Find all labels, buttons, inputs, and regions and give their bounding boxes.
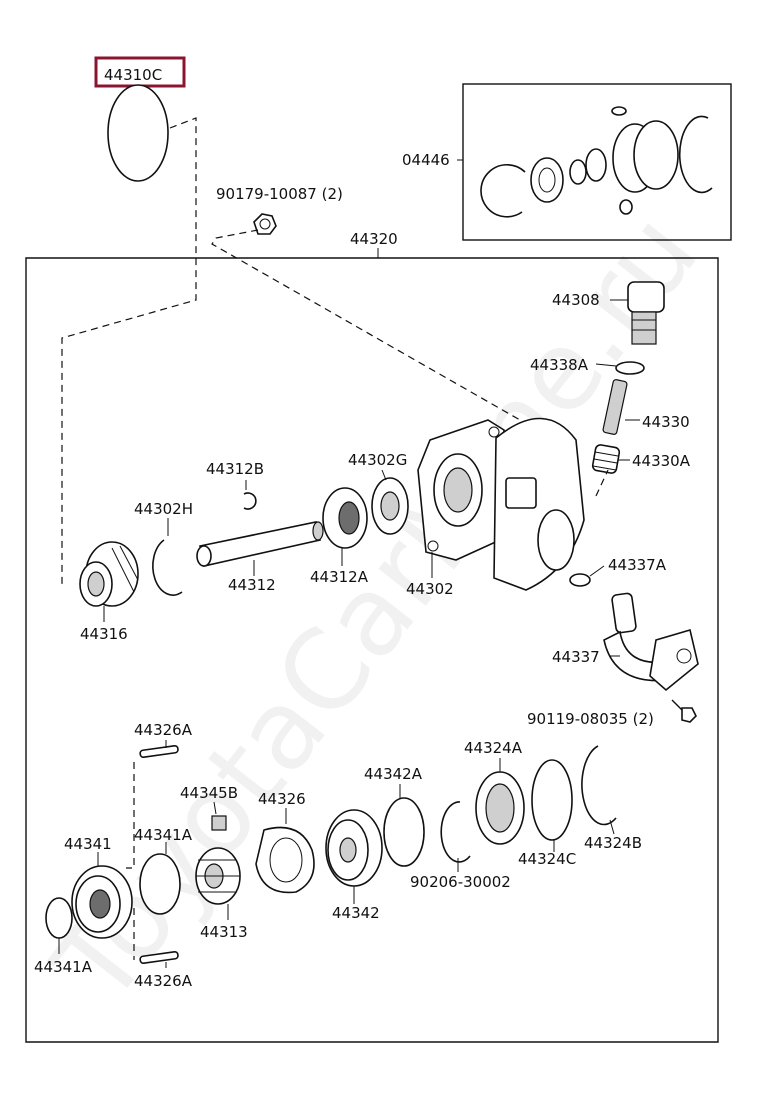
kit-snap-ring <box>480 163 526 218</box>
pressure-plate-44342 <box>325 809 383 887</box>
label-44326A-top[interactable]: 44326A <box>134 721 193 739</box>
label-44320[interactable]: 44320 <box>350 230 398 248</box>
nut-90179-hole <box>259 218 271 230</box>
label-44302G[interactable]: 44302G <box>348 451 407 469</box>
label-44337A[interactable]: 44337A <box>608 556 667 574</box>
label-44342A[interactable]: 44342A <box>364 765 423 783</box>
label-44302[interactable]: 44302 <box>406 580 454 598</box>
pin-44326A-top <box>139 744 179 759</box>
label-44338A[interactable]: 44338A <box>530 356 589 374</box>
vane-44345B <box>211 815 227 831</box>
bolt-90119 <box>671 699 697 723</box>
label-44312A[interactable]: 44312A <box>310 568 369 586</box>
leader-44338A <box>595 363 617 367</box>
pin-44326A-bottom <box>139 950 179 965</box>
o-ring-44324C <box>531 759 573 841</box>
dashed-pin-guide-top <box>126 762 135 869</box>
cam-ring-44326 <box>255 826 315 894</box>
spool-44330 <box>602 379 628 435</box>
label-44341A[interactable]: 44341A <box>134 826 193 844</box>
label-44316[interactable]: 44316 <box>80 625 128 643</box>
label-44312[interactable]: 44312 <box>228 576 276 594</box>
kit-ring-b <box>633 120 679 190</box>
leader-44302G <box>381 469 387 481</box>
shaft-44312 <box>196 521 324 567</box>
nut-90179 <box>253 213 277 235</box>
label-44302H[interactable]: 44302H <box>134 500 193 518</box>
kit-small-ring <box>569 159 587 185</box>
o-ring-44337A <box>569 573 591 587</box>
o-ring-44341A-large <box>139 853 181 915</box>
o-ring-44342A <box>383 797 425 867</box>
end-plate-44341 <box>71 865 133 939</box>
circlip-44302H <box>152 539 183 596</box>
kit-o-ring <box>585 148 607 182</box>
union-pipe-44337 <box>603 592 699 692</box>
assembly-frame <box>25 257 719 1043</box>
label-44330A[interactable]: 44330A <box>632 452 691 470</box>
valve-44308-body <box>631 311 657 345</box>
spring-44330A <box>591 444 621 474</box>
label-04446[interactable]: 04446 <box>402 151 450 169</box>
bearing-44312A-inner <box>338 501 360 535</box>
label-44326A-bottom[interactable]: 44326A <box>134 972 193 990</box>
kit-circlip <box>678 115 713 194</box>
seal-44324A-inner <box>485 783 515 833</box>
cam-ring-44326-bore <box>269 837 303 883</box>
snap-ring-90206 <box>440 801 471 863</box>
leader-44324B <box>609 819 615 835</box>
label-44324B[interactable]: 44324B <box>584 834 642 852</box>
dashed-leader-44330A <box>595 469 609 497</box>
o-ring-44341A-small <box>45 897 73 939</box>
rotor-44313 <box>195 847 241 905</box>
kit-tiny-ring-top <box>611 106 627 116</box>
o-ring-44338A <box>615 361 645 375</box>
label-44310C[interactable]: 44310C <box>104 66 162 84</box>
label-44341A-bottom[interactable]: 44341A <box>34 958 93 976</box>
bearing-44302G-inner <box>380 491 400 521</box>
label-44324C[interactable]: 44324C <box>518 850 576 868</box>
label-90206-30002[interactable]: 90206-30002 <box>410 873 511 891</box>
label-44342[interactable]: 44342 <box>332 904 380 922</box>
label-44330[interactable]: 44330 <box>642 413 690 431</box>
snap-ring-44312B <box>243 492 257 510</box>
label-44324A[interactable]: 44324A <box>464 739 523 757</box>
label-44308[interactable]: 44308 <box>552 291 600 309</box>
label-90179-10087[interactable]: 90179-10087 (2) <box>216 185 343 203</box>
kit-box-04446 <box>462 83 732 241</box>
label-44326[interactable]: 44326 <box>258 790 306 808</box>
label-44345B[interactable]: 44345B <box>180 784 238 802</box>
bearing-44316 <box>79 541 139 607</box>
o-ring-44310C <box>107 84 169 182</box>
dashed-leader-44310C <box>61 117 197 588</box>
label-44313[interactable]: 44313 <box>200 923 248 941</box>
leader-44345B <box>213 801 217 815</box>
label-44337[interactable]: 44337 <box>552 648 600 666</box>
circlip-44324B <box>581 745 617 826</box>
kit-seal <box>530 157 564 203</box>
kit-tiny-ring-bottom <box>619 199 633 215</box>
pump-housing-44302 <box>417 417 585 591</box>
valve-44308-head <box>627 281 665 313</box>
kit-seal-inner <box>538 167 556 193</box>
leader-44337A <box>589 565 605 577</box>
label-44312B[interactable]: 44312B <box>206 460 264 478</box>
label-90119-08035[interactable]: 90119-08035 (2) <box>527 710 654 728</box>
label-44341[interactable]: 44341 <box>64 835 112 853</box>
